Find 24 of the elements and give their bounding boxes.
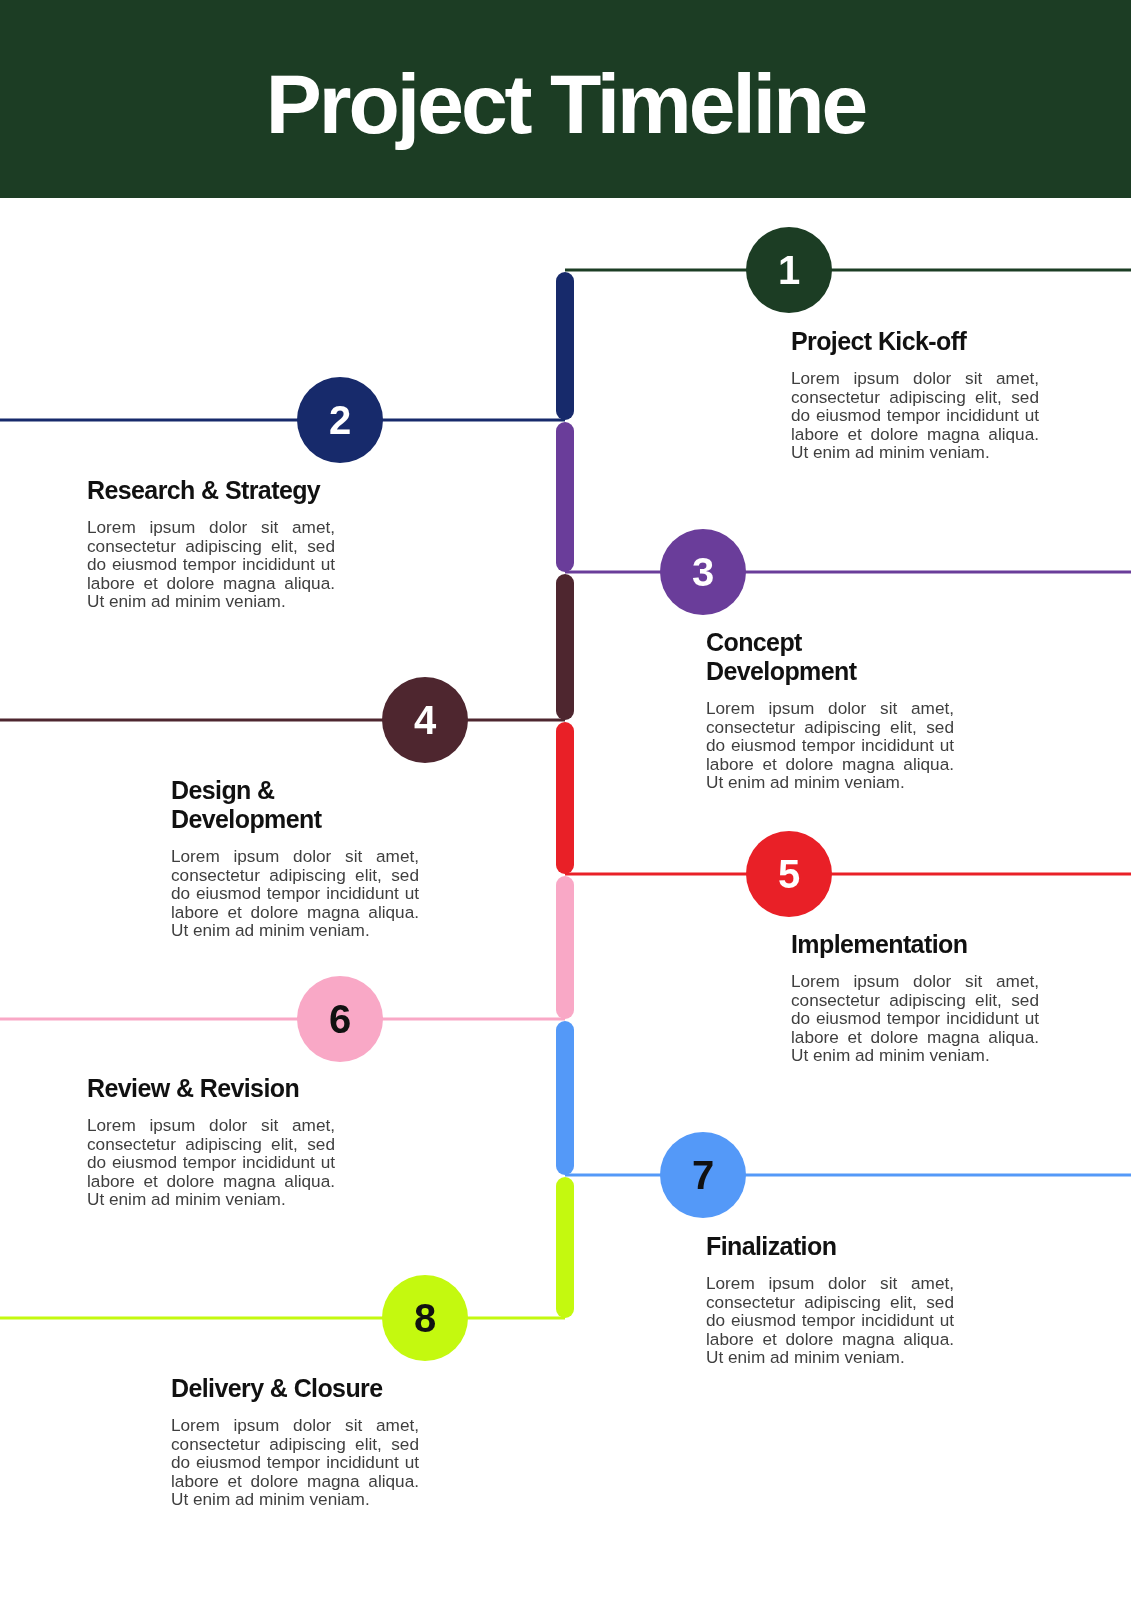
step-description: Lorem ipsum dolor sit amet, consectetur adipiscing elit, sed do eiusmod tempor incididunt ut labore et dolore magna aliqua. Ut enim ad minim veniam. [791, 972, 1039, 1065]
step-number: 6 [328, 999, 352, 1039]
step-heading: Implementation [791, 930, 969, 959]
step-number: 1 [777, 250, 801, 290]
step-description: Lorem ipsum dolor sit amet, consectetur adipiscing elit, sed do eiusmod tempor incididunt ut labore et dolore magna aliqua. Ut enim ad minim veniam. [87, 1116, 335, 1209]
step-heading: Project Kick-off [791, 327, 968, 356]
step-heading: Delivery & Closure [171, 1374, 384, 1403]
step-heading: Finalization [706, 1232, 838, 1261]
step-number: 7 [691, 1155, 715, 1195]
step-number: 5 [777, 854, 801, 894]
step-description: Lorem ipsum dolor sit amet, consectetur adipiscing elit, sed do eiusmod tempor incididunt ut labore et dolore magna aliqua. Ut enim ad minim veniam. [791, 369, 1039, 462]
step-number: 8 [413, 1298, 437, 1338]
step-description: Lorem ipsum dolor sit amet, consectetur adipiscing elit, sed do eiusmod tempor incididunt ut labore et dolore magna aliqua. Ut enim ad minim veniam. [171, 847, 419, 940]
step-number: 3 [691, 552, 715, 592]
step-heading: Design & Development [171, 776, 323, 834]
step-heading: Review & Revision [87, 1074, 301, 1103]
step-heading: Concept Development [706, 628, 858, 686]
step-description: Lorem ipsum dolor sit amet, consectetur adipiscing elit, sed do eiusmod tempor incididunt ut labore et dolore magna aliqua. Ut enim ad minim veniam. [706, 1274, 954, 1367]
step-heading: Research & Strategy [87, 476, 322, 505]
step-description: Lorem ipsum dolor sit amet, consectetur adipiscing elit, sed do eiusmod tempor incididunt ut labore et dolore magna aliqua. Ut enim ad minim veniam. [171, 1416, 419, 1509]
step-description: Lorem ipsum dolor sit amet, consectetur adipiscing elit, sed do eiusmod tempor incididunt ut labore et dolore magna aliqua. Ut enim ad minim veniam. [706, 699, 954, 792]
step-number: 2 [328, 400, 352, 440]
step-description: Lorem ipsum dolor sit amet, consectetur adipiscing elit, sed do eiusmod tempor incididunt ut labore et dolore magna aliqua. Ut enim ad minim veniam. [87, 518, 335, 611]
step-number: 4 [413, 700, 437, 740]
